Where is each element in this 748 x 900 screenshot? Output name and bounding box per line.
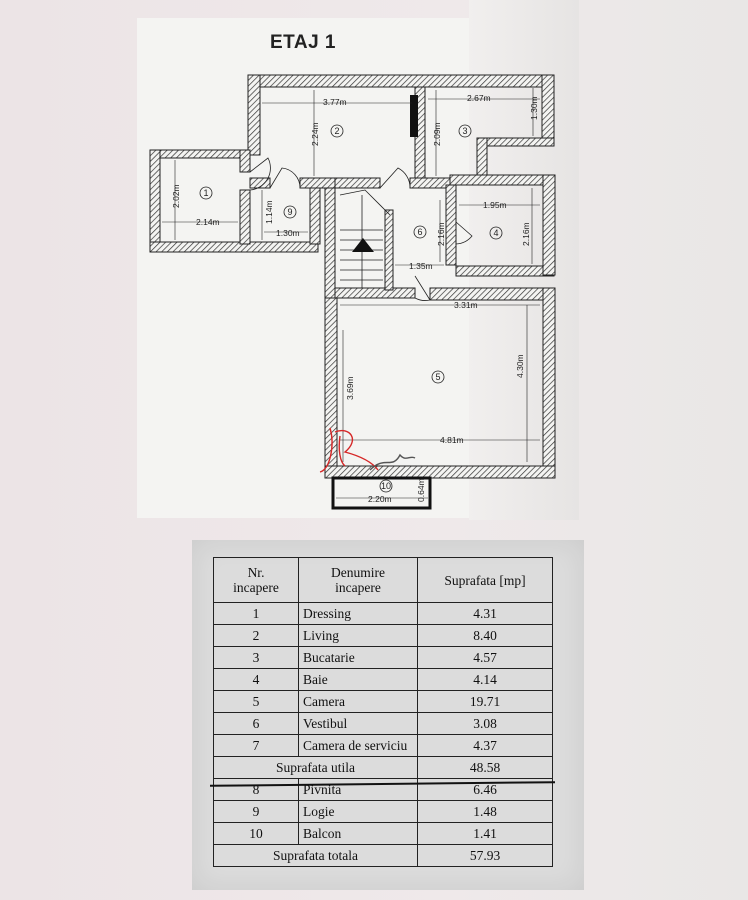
- table-row: 7 Camera de serviciu 4.37: [213, 734, 553, 757]
- cell-nr: 9: [213, 800, 299, 823]
- stairs: [339, 189, 391, 288]
- table-row: 2 Living 8.40: [213, 624, 553, 647]
- dim-kitchen-depth: 1.30m: [529, 96, 539, 120]
- cell-area: 4.14: [417, 668, 553, 691]
- cell-nr: 10: [213, 822, 299, 845]
- room-number-4: 4: [493, 228, 498, 238]
- table-row: 5 Camera 19.71: [213, 690, 553, 713]
- room-number-5: 5: [435, 372, 440, 382]
- dim-bath-depth: 2.16m: [521, 222, 531, 246]
- dim-living-depth: 2.24m: [310, 122, 320, 146]
- cell-name: Dressing: [298, 602, 418, 625]
- dim-balcony-depth: 0.64m: [416, 478, 426, 502]
- signature-scribble: [319, 427, 416, 473]
- cell-nr: 5: [213, 690, 299, 713]
- dim-room-width: 3.31m: [454, 300, 478, 310]
- cell-name: Logie: [298, 800, 418, 823]
- dim-dressing-depth: 2.02m: [171, 184, 181, 208]
- cell-nr: 4: [213, 668, 299, 691]
- plan-title: ETAJ 1: [269, 32, 336, 53]
- cell-nr: 3: [213, 646, 299, 669]
- stair-arrow-icon: [352, 238, 374, 252]
- dim-logie-depth: 1.14m: [264, 200, 274, 224]
- cell-nr: 7: [213, 734, 299, 757]
- column: [410, 95, 418, 137]
- cell-nr: 8: [213, 778, 299, 801]
- dim-bath-width: 1.95m: [483, 200, 507, 210]
- dim-vestibul-depth: 2.16m: [436, 222, 446, 246]
- header-nr: Nr.incapere: [213, 557, 299, 603]
- cell-nr: 2: [213, 624, 299, 647]
- cell-area: 19.71: [417, 690, 553, 713]
- floor-plan: 3.77m 2.67m 1.30m 2.24m 2.09m 2.02m 2.14…: [149, 74, 556, 510]
- dim-vestibul-width: 1.35m: [409, 261, 433, 271]
- room-number-10: 10: [381, 481, 391, 491]
- table-row: 9 Logie 1.48: [213, 800, 553, 823]
- dim-room-left-depth: 3.69m: [345, 376, 355, 400]
- dim-logie-width: 1.30m: [276, 228, 300, 238]
- cell-area: 4.37: [417, 734, 553, 757]
- cell-area: 3.08: [417, 712, 553, 735]
- cell-name: Pivnita: [298, 778, 418, 801]
- cell-area: 1.41: [417, 822, 553, 845]
- table-row: 6 Vestibul 3.08: [213, 712, 553, 735]
- dim-living-width: 3.77m: [323, 97, 347, 107]
- cell-name: Camera: [298, 690, 418, 713]
- dimension-lines: [162, 88, 540, 499]
- dim-room-bottom-width: 4.81m: [440, 435, 464, 445]
- table-row: 1 Dressing 4.31: [213, 602, 553, 625]
- room-markers: [199, 124, 503, 493]
- room-number-9: 9: [287, 207, 292, 217]
- walls: [149, 74, 556, 479]
- dim-kitchen-width: 2.67m: [467, 93, 491, 103]
- balcony: [331, 476, 432, 510]
- cell-area: 4.57: [417, 646, 553, 669]
- cell-area: 8.40: [417, 624, 553, 647]
- cell-name: Baie: [298, 668, 418, 691]
- dim-kitchen-height: 2.09m: [432, 122, 442, 146]
- total-label: Suprafata totala: [213, 844, 418, 867]
- dim-room-right-depth: 4.30m: [515, 354, 525, 378]
- subtotal-row: Suprafata utila 48.58: [213, 756, 553, 779]
- header-area: Suprafata [mp]: [417, 557, 553, 603]
- cell-nr: 6: [213, 712, 299, 735]
- cell-name: Living: [298, 624, 418, 647]
- cell-name: Balcon: [298, 822, 418, 845]
- subtotal-area: 48.58: [417, 756, 553, 779]
- cell-name: Vestibul: [298, 712, 418, 735]
- door-swings: [249, 157, 473, 301]
- cell-area: 1.48: [417, 800, 553, 823]
- cell-name: Camera de serviciu: [298, 734, 418, 757]
- subtotal-label: Suprafata utila: [213, 756, 418, 779]
- total-area: 57.93: [417, 844, 553, 867]
- room-number-6: 6: [417, 227, 422, 237]
- dim-dressing-width: 2.14m: [196, 217, 220, 227]
- room-number-2: 2: [334, 126, 339, 136]
- cell-name: Bucatarie: [298, 646, 418, 669]
- dim-balcony-width: 2.20m: [368, 494, 392, 504]
- cell-area: 4.31: [417, 602, 553, 625]
- table-row: 3 Bucatarie 4.57: [213, 646, 553, 669]
- table-row: 10 Balcon 1.41: [213, 822, 553, 845]
- room-number-3: 3: [462, 126, 467, 136]
- cell-nr: 1: [213, 602, 299, 625]
- table-row: 4 Baie 4.14: [213, 668, 553, 691]
- total-row: Suprafata totala 57.93: [213, 844, 553, 867]
- room-number-1: 1: [203, 188, 208, 198]
